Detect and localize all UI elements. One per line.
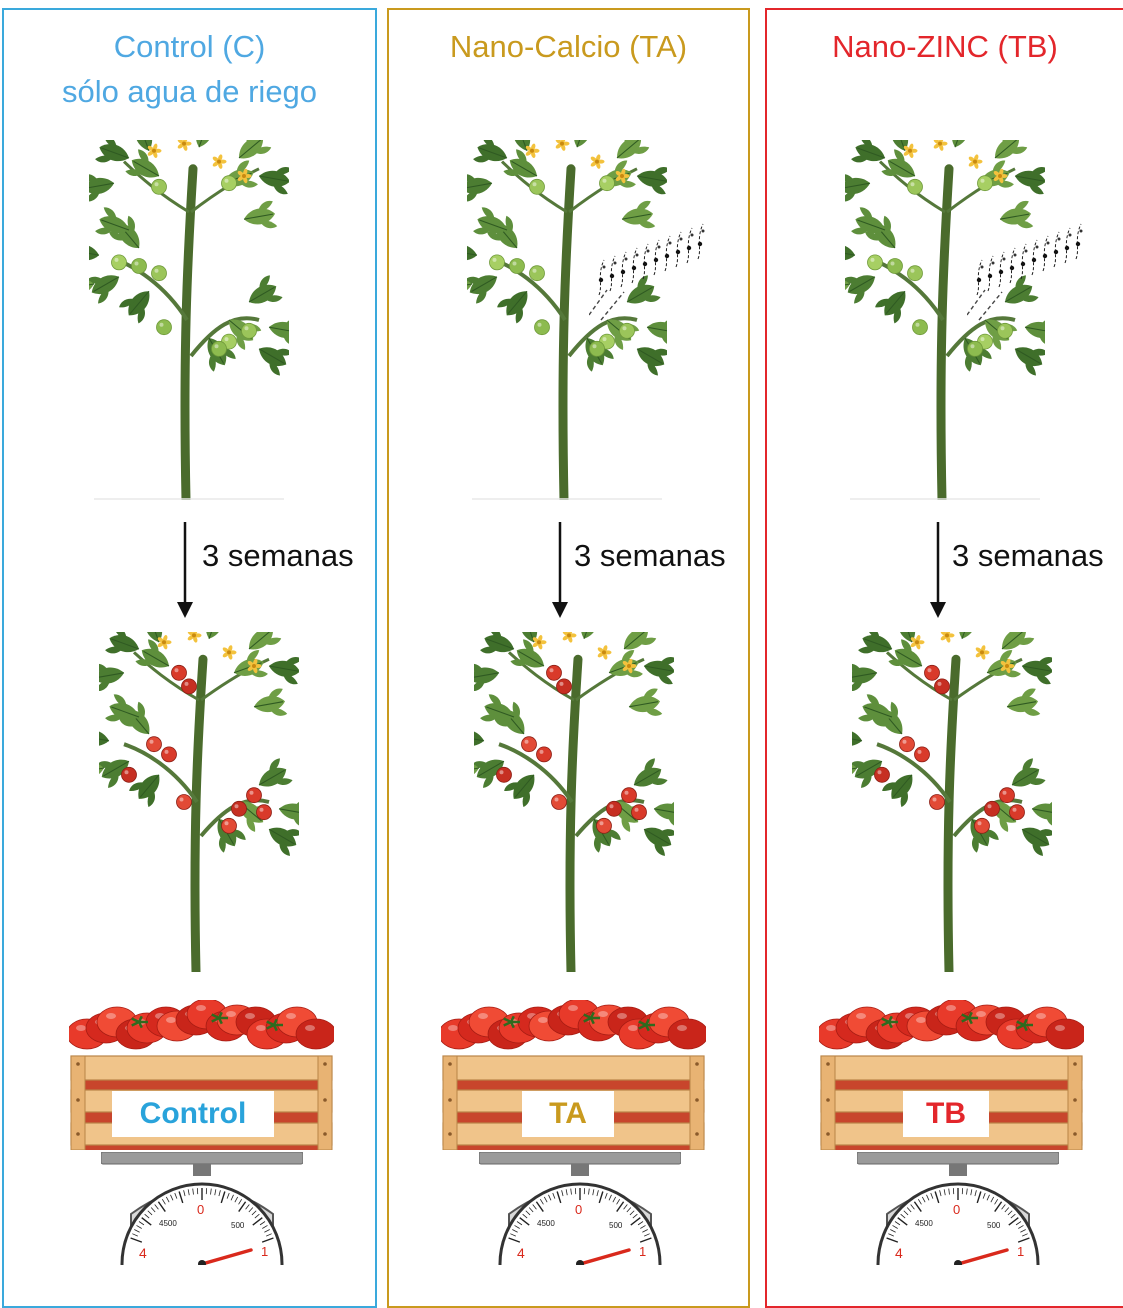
svg-text:4: 4: [895, 1245, 903, 1261]
down-arrow-icon: [550, 520, 570, 620]
title-line-2: sólo agua de riego: [4, 69, 375, 114]
svg-text:500: 500: [231, 1221, 245, 1230]
svg-text:4500: 4500: [915, 1219, 933, 1228]
weighing-scale-icon: 0 4500 500 4 1: [479, 1152, 681, 1265]
svg-text:4500: 4500: [537, 1219, 555, 1228]
down-arrow-icon: [175, 520, 195, 620]
svg-text:1: 1: [261, 1244, 268, 1259]
svg-text:500: 500: [987, 1221, 1001, 1230]
tomato-plant-green-icon: [89, 140, 289, 500]
svg-text:0: 0: [197, 1202, 204, 1217]
duration-label: 3 semanas: [202, 538, 354, 574]
weighing-scale-icon: 0 4500 500 4 1: [857, 1152, 1059, 1265]
crate-label: TA: [522, 1091, 614, 1137]
svg-text:4: 4: [139, 1245, 147, 1261]
tomato-plant-red-icon: [99, 632, 299, 972]
spray-mist-icon: [589, 220, 729, 330]
weighing-scale-icon: 0 4500 500 4 1: [101, 1152, 303, 1265]
spray-mist-icon: [967, 220, 1107, 330]
duration-label: 3 semanas: [574, 538, 726, 574]
title-line-1: Nano-ZINC (TB): [757, 24, 1123, 69]
svg-text:0: 0: [953, 1202, 960, 1217]
duration-label: 3 semanas: [952, 538, 1104, 574]
crate-label: Control: [112, 1091, 274, 1137]
svg-text:0: 0: [575, 1202, 582, 1217]
svg-text:4: 4: [517, 1245, 525, 1261]
tomato-plant-red-icon: [852, 632, 1052, 972]
svg-text:1: 1: [1017, 1244, 1024, 1259]
panel-control: Control (C) sólo agua de riego 3 semanas…: [2, 8, 377, 1308]
title-line-1: Nano-Calcio (TA): [389, 24, 748, 69]
svg-text:1: 1: [639, 1244, 646, 1259]
down-arrow-icon: [928, 520, 948, 620]
tomato-plant-red-icon: [474, 632, 674, 972]
svg-text:500: 500: [609, 1221, 623, 1230]
panel-title: Nano-Calcio (TA): [389, 24, 748, 69]
title-line-1: Control (C): [4, 24, 375, 69]
panel-ta: Nano-Calcio (TA) 3 semanas TA 0 4500 500 4 1: [387, 8, 750, 1308]
crate-label: TB: [903, 1091, 989, 1137]
svg-text:4500: 4500: [159, 1219, 177, 1228]
panel-title: Control (C) sólo agua de riego: [4, 24, 375, 114]
panel-title: Nano-ZINC (TB): [757, 24, 1123, 69]
